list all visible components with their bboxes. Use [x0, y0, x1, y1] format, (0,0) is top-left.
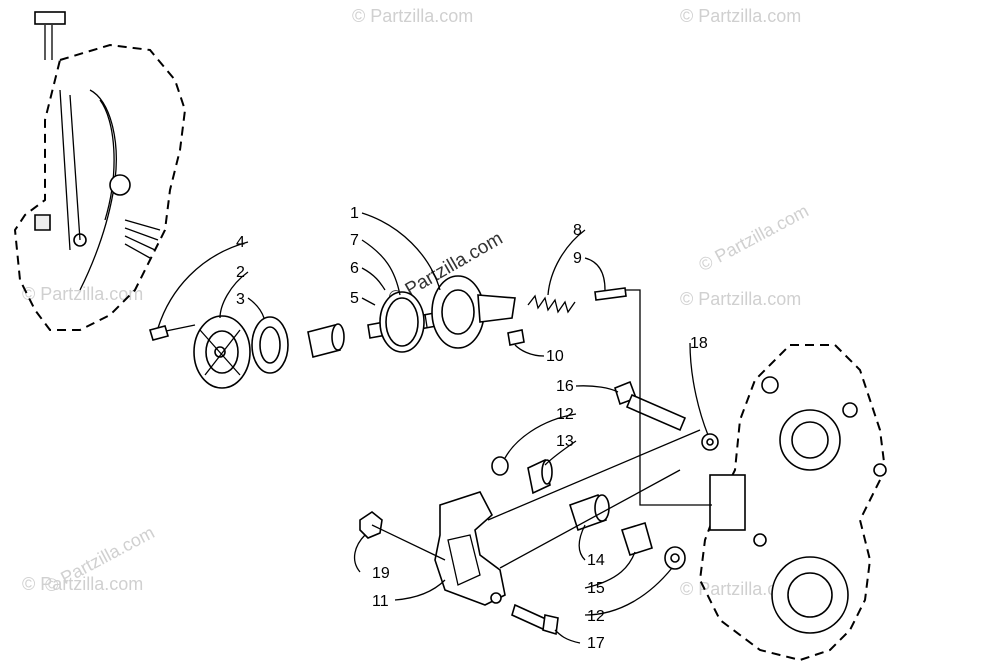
watermark: © Partzilla.com: [680, 6, 801, 26]
callout-17: 17: [587, 635, 605, 652]
callout-9: 9: [573, 250, 582, 267]
callout-14: 14: [587, 552, 605, 569]
tensioner-assembly: [148, 275, 719, 636]
callout-4: 4: [236, 234, 245, 251]
callout-7: 7: [350, 232, 359, 249]
watermark: © Partzilla.com: [22, 284, 143, 304]
callout-labels: 1 2 3 4 5 6 7 8 9 10 11 12 13 14 15 16 1…: [236, 205, 708, 652]
callout-8: 8: [573, 222, 582, 239]
watermark: © Partzilla.com: [352, 6, 473, 26]
callout-13: 13: [556, 433, 574, 450]
watermark: © Partzilla.com: [680, 579, 801, 599]
callout-16: 16: [556, 378, 574, 395]
callout-2: 2: [236, 264, 245, 281]
callout-19: 19: [372, 565, 390, 582]
watermark: © Partzilla.com: [695, 201, 811, 276]
callout-12: 12: [556, 406, 574, 423]
leader-lines: [157, 212, 712, 644]
callout-12: 12: [587, 608, 605, 625]
callout-10: 10: [546, 348, 564, 365]
callout-1: 1: [350, 205, 359, 222]
callout-6: 6: [350, 260, 359, 277]
watermark: © Partzilla.com: [680, 289, 801, 309]
callout-3: 3: [236, 291, 245, 308]
callout-5: 5: [350, 290, 359, 307]
watermark: © Partzilla.com: [22, 574, 143, 594]
chaincase-housing-right: [698, 344, 887, 662]
chaincase-cover-left: [13, 11, 187, 331]
callout-11: 11: [372, 593, 389, 610]
callout-18: 18: [690, 335, 708, 352]
callout-15: 15: [587, 580, 605, 597]
